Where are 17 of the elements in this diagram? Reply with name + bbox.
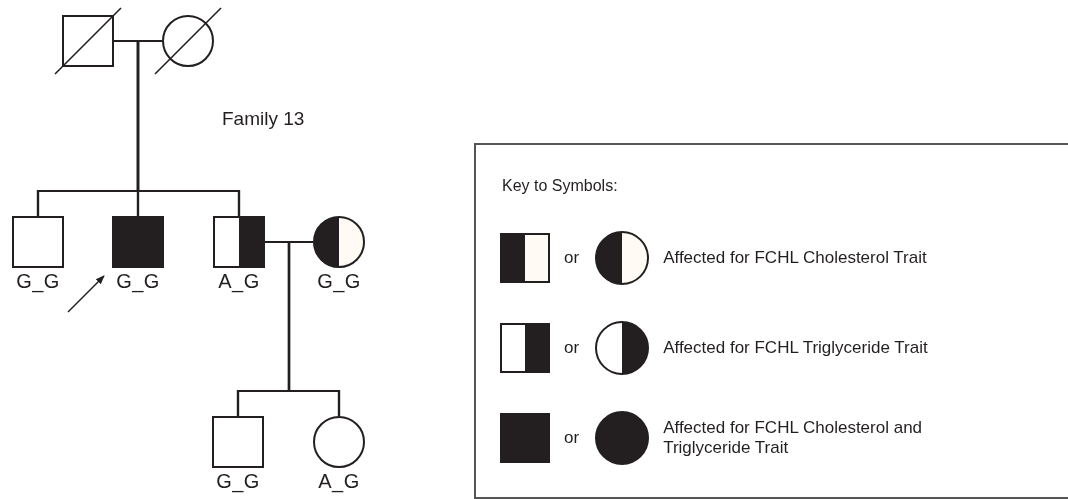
genotype-label: G_G <box>16 271 60 291</box>
proband-arrow <box>67 275 105 313</box>
genotype-label: G_G <box>317 271 361 291</box>
legend-title: Key to Symbols: <box>502 177 618 195</box>
or-label: or <box>564 428 580 448</box>
or-label: or <box>564 248 580 268</box>
legend-text: Affected for FCHL Cholesterol and Triglyceride Trait <box>663 418 924 458</box>
family-title: Family 13 <box>222 108 305 130</box>
pedigree-line <box>136 39 241 216</box>
genotype-label: G_G <box>116 271 160 291</box>
genotype-label: A_G <box>218 271 260 291</box>
or-label: or <box>564 338 580 358</box>
genotype-label: G_G <box>216 471 260 491</box>
legend-text: Affected for FCHL Triglyceride Trait <box>663 338 929 358</box>
legend-text: Affected for FCHL Cholesterol Trait <box>663 248 928 268</box>
genotype-label: A_G <box>318 471 360 491</box>
pedigree-line <box>287 240 341 416</box>
